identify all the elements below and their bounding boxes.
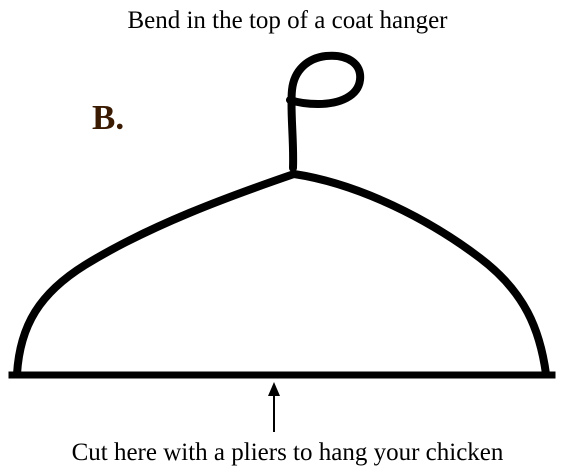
- cut-arrow: [268, 382, 280, 432]
- bottom-caption: Cut here with a pliers to hang your chic…: [0, 440, 575, 465]
- hanger-hook: [290, 56, 360, 168]
- hanger-left-arm: [17, 174, 294, 374]
- hanger-right-arm: [294, 174, 546, 374]
